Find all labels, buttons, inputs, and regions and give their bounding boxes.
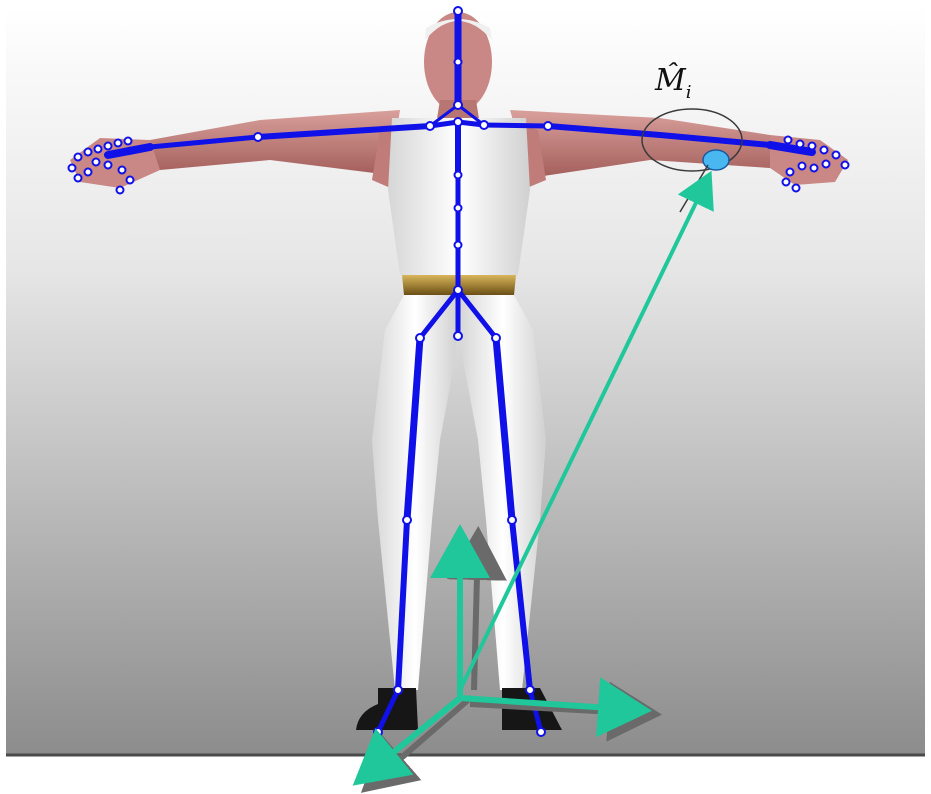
- finger-joint: [125, 138, 132, 145]
- finger-joint: [811, 165, 818, 172]
- finger-joint: [793, 185, 800, 192]
- finger-joint: [75, 154, 82, 161]
- joint-toe-left: [374, 728, 382, 736]
- finger-joint: [821, 147, 828, 154]
- joint-ankle-left: [394, 686, 402, 694]
- joint-knee-left: [403, 516, 411, 524]
- finger-joint: [93, 159, 100, 166]
- finger-joint: [85, 169, 92, 176]
- finger-joint: [105, 143, 112, 150]
- finger-joint: [105, 162, 112, 169]
- finger-joint: [799, 163, 806, 170]
- joint-ankle-right: [526, 686, 534, 694]
- axis-shadow-vertical: [474, 538, 478, 690]
- joint-head-top: [454, 7, 462, 15]
- finger-joint: [115, 140, 122, 147]
- joint-pelvis-front: [454, 332, 462, 340]
- finger-joint: [842, 162, 849, 169]
- finger-joint: [787, 169, 794, 176]
- joint-elbow-left: [254, 133, 262, 141]
- finger-joint: [809, 143, 816, 150]
- finger-joint: [823, 161, 830, 168]
- finger-joint: [117, 187, 124, 194]
- joint-knee-right: [508, 516, 516, 524]
- finger-joint: [783, 179, 790, 186]
- finger-joint: [797, 141, 804, 148]
- joint-neck: [454, 101, 462, 109]
- finger-joint: [95, 146, 102, 153]
- joint-chest: [454, 118, 462, 126]
- joint-spine-1: [455, 172, 462, 179]
- joint-hip-right: [492, 334, 500, 342]
- joint-pelvis: [454, 286, 462, 294]
- finger-joint: [119, 167, 126, 174]
- finger-joint: [75, 175, 82, 182]
- joint-spine-2: [455, 205, 462, 212]
- joint-clavicle-left: [426, 122, 434, 130]
- finger-joint: [127, 177, 134, 184]
- joint-head: [455, 59, 462, 66]
- marker-label-subscript: i: [686, 82, 692, 103]
- finger-joint: [85, 149, 92, 156]
- bone-upperarm-right: [484, 125, 548, 126]
- joint-hip-left: [416, 334, 424, 342]
- joint-shoulder-right: [544, 122, 552, 130]
- finger-joint: [833, 152, 840, 159]
- joint-toe-right: [537, 728, 545, 736]
- joint-clavicle-right: [480, 121, 488, 129]
- finger-joint: [69, 165, 76, 172]
- finger-joint: [785, 137, 792, 144]
- joint-spine-3: [455, 242, 462, 249]
